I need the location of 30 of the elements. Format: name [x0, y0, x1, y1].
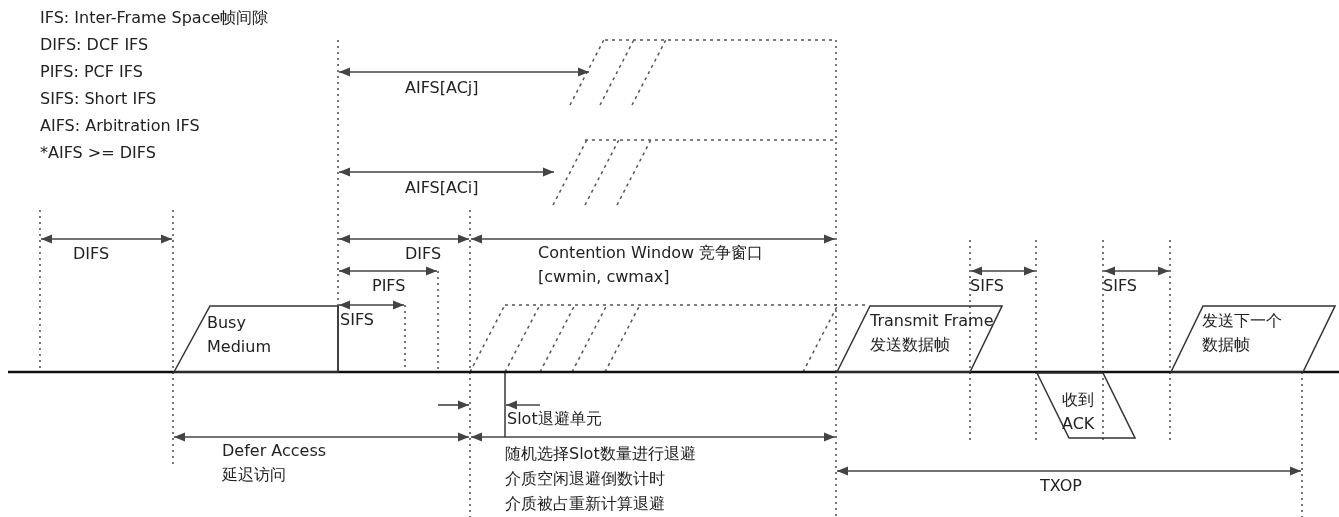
note-text: DIFS: DCF IFS: [40, 35, 149, 55]
note-text: 随机选择Slot数量进行退避: [505, 444, 696, 464]
interval-label: SIFS: [340, 310, 374, 330]
interval-label: Slot退避单元: [507, 409, 602, 429]
frame-parallelogram: [836, 305, 1003, 373]
interval-label: DIFS: [405, 244, 442, 264]
interval-label: SIFS: [970, 276, 1004, 296]
interval-label: Defer Access 延迟访问: [222, 440, 328, 486]
frame-parallelogram: [173, 305, 339, 373]
note-text: PIFS: PCF IFS: [40, 62, 143, 82]
frame-parallelogram: [1170, 305, 1336, 373]
interval-label: DIFS: [73, 244, 110, 264]
note-text: 介质空闲退避倒数计时: [505, 469, 665, 489]
frame-label: 发送下一个数据帧: [1202, 310, 1283, 356]
interval-label: SIFS: [1103, 276, 1137, 296]
frame-label: Transmit Frame: [870, 310, 995, 332]
interval-label: AIFS[ACj]: [405, 78, 479, 98]
interval-label: TXOP: [1040, 476, 1082, 496]
note-text: SIFS: Short IFS: [40, 89, 157, 109]
frame-parallelogram: [1036, 372, 1136, 439]
note-text: 介质被占重新计算退避: [505, 494, 665, 514]
interval-label: Contention Window 竞争窗口[cwmin, cwmax]: [538, 242, 765, 288]
note-text: IFS: Inter-Frame Space帧间隙: [40, 8, 269, 28]
note-text: AIFS: Arbitration IFS: [40, 116, 200, 136]
note-text: *AIFS >= DIFS: [40, 143, 156, 163]
interval-label: AIFS[ACi]: [405, 178, 479, 198]
frame-label: Busy Medium: [207, 312, 272, 358]
interval-label: PIFS: [372, 276, 406, 296]
frame-label: 发送数据帧: [870, 334, 951, 356]
frame-label: 收到ACK: [1062, 389, 1096, 435]
